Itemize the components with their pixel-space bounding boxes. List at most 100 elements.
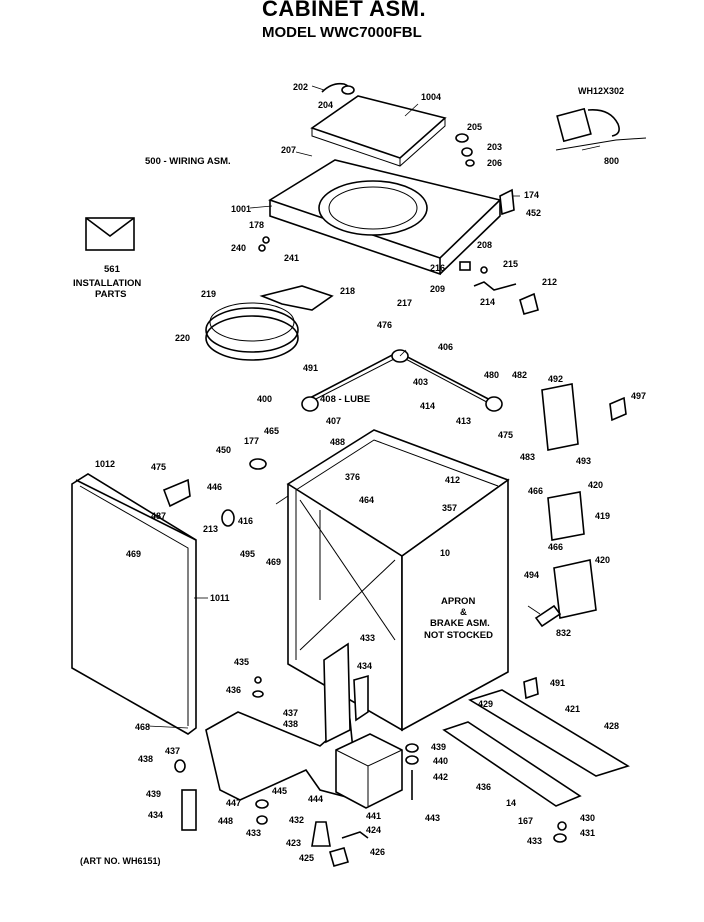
part-label: 436 xyxy=(476,782,491,792)
part-label: 412 xyxy=(445,475,460,485)
part-label: 207 xyxy=(281,145,296,155)
lube-note: 408 - LUBE xyxy=(320,394,370,405)
part-label: 1004 xyxy=(421,92,441,102)
part-label: 219 xyxy=(201,289,216,299)
wiring-note: 500 - WIRING ASM. xyxy=(145,156,231,167)
page-title: CABINET ASM. xyxy=(262,0,427,21)
part-label: 1012 xyxy=(95,459,115,469)
part-label: 425 xyxy=(299,853,314,863)
part-label: 240 xyxy=(231,243,246,253)
part-label: 444 xyxy=(308,794,323,804)
part-label: 438 xyxy=(138,754,153,764)
part-label: 167 xyxy=(518,816,533,826)
part-label: 468 xyxy=(135,722,150,732)
part-label: 214 xyxy=(480,297,495,307)
part-label: 421 xyxy=(565,704,580,714)
part-label: 419 xyxy=(595,511,610,521)
leader-lines xyxy=(147,85,601,729)
part-label: 493 xyxy=(576,456,591,466)
part-label: 475 xyxy=(498,430,513,440)
art-number: (ART NO. WH6151) xyxy=(80,856,161,866)
part-label: 436 xyxy=(226,685,241,695)
part-label: 497 xyxy=(631,391,646,401)
part-label: 452 xyxy=(526,208,541,218)
part-label: 203 xyxy=(487,142,502,152)
part-label: 433 xyxy=(527,836,542,846)
apron-note-line1: APRON xyxy=(441,596,475,607)
part-label: 1001 xyxy=(231,204,251,214)
part-label: 376 xyxy=(345,472,360,482)
part-label: 209 xyxy=(430,284,445,294)
part-label: 800 xyxy=(604,156,619,166)
part-label: 441 xyxy=(366,811,381,821)
part-label: 205 xyxy=(467,122,482,132)
part-label: 413 xyxy=(456,416,471,426)
apron-note-line3: BRAKE ASM. xyxy=(430,618,490,629)
top-lid xyxy=(310,95,447,167)
apron-note-line2: & xyxy=(460,607,467,618)
part-label: 491 xyxy=(550,678,565,688)
part-label: 433 xyxy=(360,633,375,643)
part-label: 446 xyxy=(207,482,222,492)
part-label: 440 xyxy=(433,756,448,766)
part-label: 217 xyxy=(397,298,412,308)
part-label: 357 xyxy=(442,503,457,513)
part-label: 423 xyxy=(286,838,301,848)
part-label: 407 xyxy=(326,416,341,426)
part-label: 494 xyxy=(524,570,539,580)
part-label: 433 xyxy=(246,828,261,838)
part-label: 492 xyxy=(548,374,563,384)
part-label: 241 xyxy=(284,253,299,263)
part-label: 406 xyxy=(438,342,453,352)
part-label: 488 xyxy=(330,437,345,447)
part-label: 206 xyxy=(487,158,502,168)
part-label: 466 xyxy=(548,542,563,552)
install-number: 561 xyxy=(104,264,121,275)
part-label: 420 xyxy=(595,555,610,565)
small-hardware xyxy=(174,676,567,867)
part-label: 202 xyxy=(293,82,308,92)
part-label: 439 xyxy=(431,742,446,752)
tub-ring xyxy=(205,285,334,361)
part-label: 450 xyxy=(216,445,231,455)
part-label: 424 xyxy=(366,825,381,835)
part-label: 442 xyxy=(433,772,448,782)
left-brackets xyxy=(162,458,267,527)
installation-envelope xyxy=(85,217,135,251)
part-label: 14 xyxy=(506,798,516,808)
part-label: 495 xyxy=(240,549,255,559)
part-label: 428 xyxy=(604,721,619,731)
part-label: 426 xyxy=(370,847,385,857)
part-label: 218 xyxy=(340,286,355,296)
part-label: 400 xyxy=(257,394,272,404)
part-label: 430 xyxy=(580,813,595,823)
right-side-parts xyxy=(534,383,627,628)
small-parts-top xyxy=(258,236,539,315)
diagram-notes: 500 - WIRING ASM. 561 INSTALLATION PARTS… xyxy=(73,156,493,641)
part-label: 432 xyxy=(289,815,304,825)
part-label: 445 xyxy=(272,786,287,796)
part-label: 448 xyxy=(218,816,233,826)
part-label: 437 xyxy=(165,746,180,756)
part-label: 429 xyxy=(478,699,493,709)
part-label: 434 xyxy=(148,810,163,820)
part-label: 438 xyxy=(283,719,298,729)
part-label: 208 xyxy=(477,240,492,250)
part-label: 465 xyxy=(264,426,279,436)
part-label: 177 xyxy=(244,436,259,446)
part-label: 491 xyxy=(303,363,318,373)
part-label: 212 xyxy=(542,277,557,287)
front-panel xyxy=(71,473,197,735)
part-label: 487 xyxy=(151,511,166,521)
part-label: 437 xyxy=(283,708,298,718)
part-label: 469 xyxy=(126,549,141,559)
part-label: 480 xyxy=(484,370,499,380)
apron-note-line4: NOT STOCKED xyxy=(424,630,493,641)
part-label: 10 xyxy=(440,548,450,558)
part-label: 443 xyxy=(425,813,440,823)
part-label: 216 xyxy=(430,263,445,273)
part-label: 416 xyxy=(238,516,253,526)
part-label: 435 xyxy=(234,657,249,667)
part-label: 469 xyxy=(266,557,281,567)
